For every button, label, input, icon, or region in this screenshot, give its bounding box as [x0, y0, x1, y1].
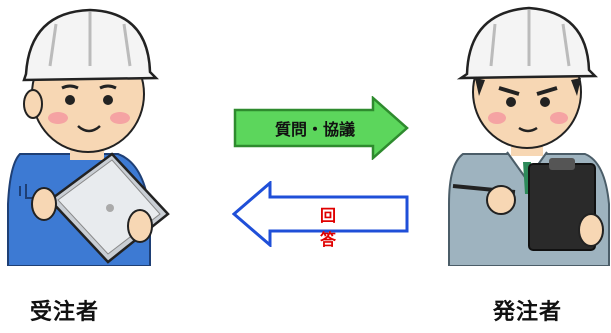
answer-arrow-label: 回 答	[319, 206, 362, 249]
client-label: 発注者	[493, 300, 563, 325]
question-arrow	[233, 96, 409, 160]
contractor-figure	[7, 8, 170, 266]
client-figure	[448, 6, 610, 266]
answer-arrow	[232, 181, 409, 247]
arrow-right-icon	[233, 96, 409, 160]
question-arrow-label: 質問・協議	[274, 120, 355, 139]
contractor-label: 受注者	[30, 300, 100, 325]
arrow-left-icon	[232, 181, 409, 247]
